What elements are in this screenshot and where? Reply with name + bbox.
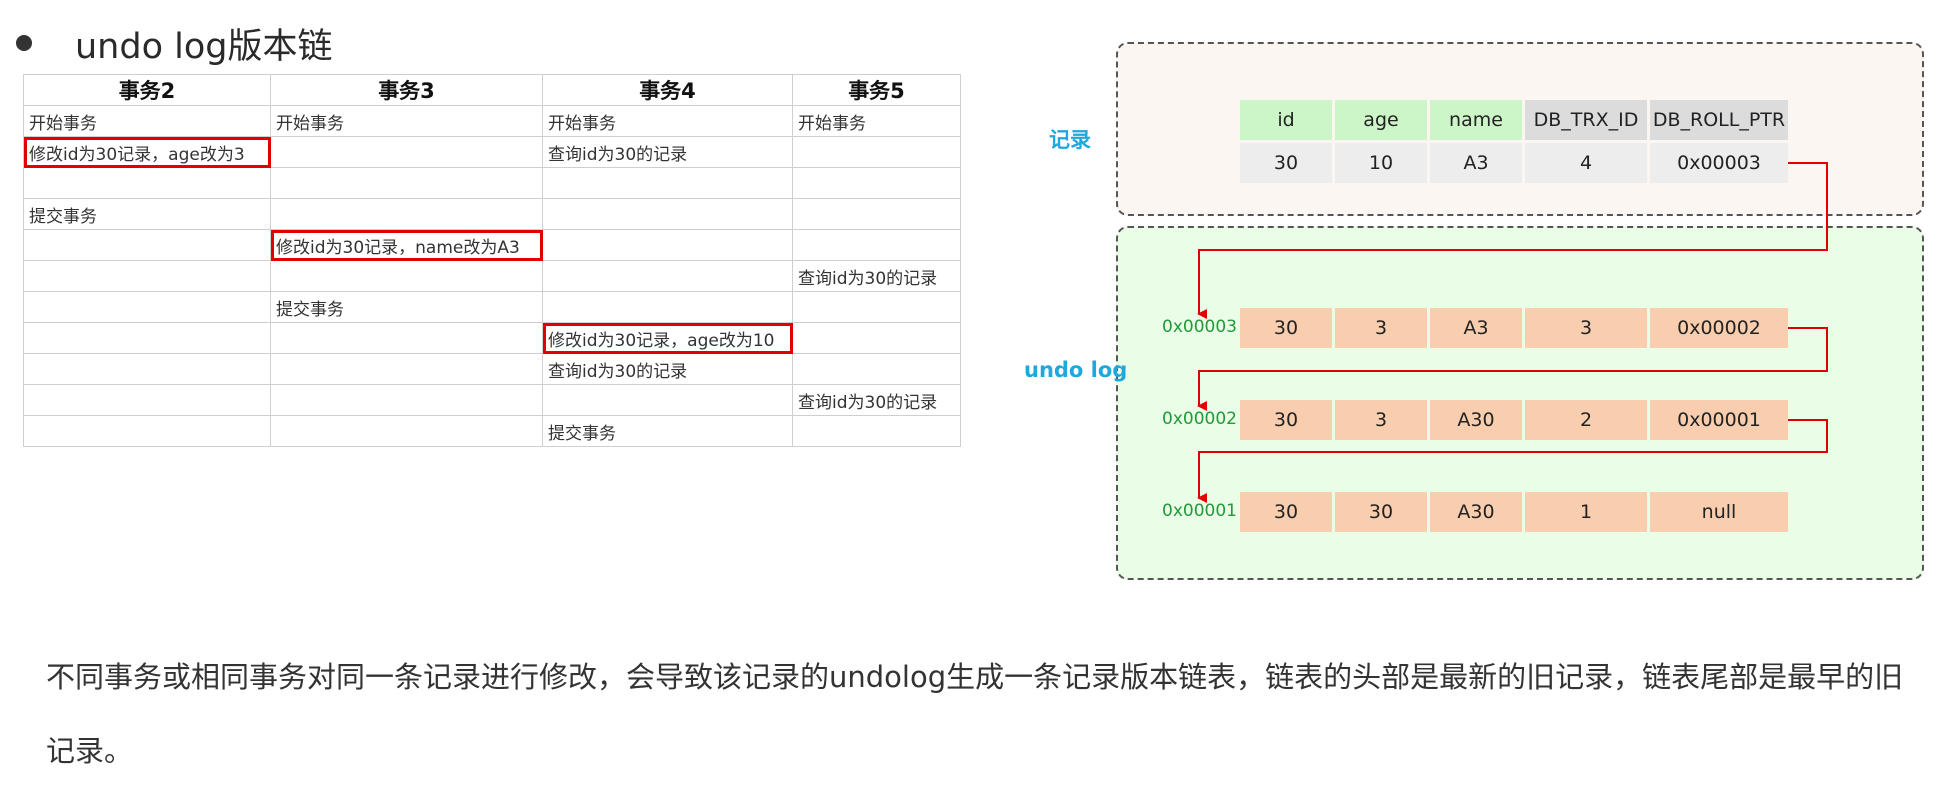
undo-log-label: undo log	[1024, 358, 1128, 382]
description-paragraph: 不同事务或相同事务对同一条记录进行修改，会导致该记录的undolog生成一条记录…	[46, 660, 1904, 768]
title-text: undo log版本链	[75, 26, 333, 67]
arrow-record-to-undo1	[1197, 162, 1828, 319]
bullet-icon	[16, 35, 32, 51]
undo-cell: A3	[1430, 308, 1522, 348]
record-cell: 10	[1335, 143, 1427, 183]
table-cell: 查询id为30的记录	[542, 353, 793, 385]
record-cell: 30	[1240, 143, 1332, 183]
undo-cell: A30	[1430, 400, 1522, 440]
table-cell-highlighted: 修改id为30记录，age改为10	[542, 322, 793, 354]
table-cell: 开始事务	[792, 105, 961, 137]
record-cell: 4	[1525, 143, 1647, 183]
column-header-id: id	[1240, 100, 1332, 140]
table-row	[23, 167, 961, 199]
table-cell	[792, 353, 961, 385]
table-cell: 查询id为30的记录	[792, 384, 961, 416]
table-cell	[270, 353, 543, 385]
table-row: 修改id为30记录，age改为3 查询id为30的记录	[23, 136, 961, 168]
table-cell	[792, 136, 961, 168]
table-cell	[542, 229, 793, 261]
table-cell-highlighted: 修改id为30记录，name改为A3	[270, 229, 543, 261]
undo-cell: 30	[1240, 308, 1332, 348]
table-cell	[270, 322, 543, 354]
undo-cell: 2	[1525, 400, 1647, 440]
table-cell	[792, 167, 961, 199]
table-row: 提交事务	[23, 291, 961, 323]
undo-cell: 3	[1525, 308, 1647, 348]
slide-title: undo log版本链	[14, 18, 332, 68]
table-cell	[23, 415, 271, 447]
transaction-table: 事务2 事务3 事务4 事务5 开始事务 开始事务 开始事务 开始事务 修改id…	[23, 74, 961, 447]
table-row: 修改id为30记录，name改为A3	[23, 229, 961, 261]
table-cell: 开始事务	[23, 105, 271, 137]
record-cell: 0x00003	[1650, 143, 1788, 183]
table-cell: 提交事务	[23, 198, 271, 230]
table-cell: 查询id为30的记录	[542, 136, 793, 168]
table-cell	[542, 384, 793, 416]
table-cell	[542, 291, 793, 323]
table-cell	[792, 415, 961, 447]
column-header-name: name	[1430, 100, 1522, 140]
table-cell-highlighted: 修改id为30记录，age改为3	[23, 136, 271, 168]
column-header-trx-id: DB_TRX_ID	[1525, 100, 1647, 140]
table-cell	[792, 198, 961, 230]
undo-cell: A30	[1430, 492, 1522, 532]
undo-address: 0x00002	[1162, 409, 1237, 429]
table-cell: 提交事务	[542, 415, 793, 447]
undo-address: 0x00001	[1162, 501, 1237, 521]
undo-cell: 30	[1240, 492, 1332, 532]
record-label: 记录	[1049, 128, 1091, 152]
table-cell	[270, 260, 543, 292]
undo-cell: 3	[1335, 400, 1427, 440]
table-row: 查询id为30的记录	[23, 353, 961, 385]
undo-cell: 1	[1525, 492, 1647, 532]
table-cell	[792, 229, 961, 261]
undo-address: 0x00003	[1162, 317, 1237, 337]
record-cell: A3	[1430, 143, 1522, 183]
table-row: 提交事务	[23, 415, 961, 447]
column-header-roll-ptr: DB_ROLL_PTR	[1650, 100, 1788, 140]
undo-cell: 3	[1335, 308, 1427, 348]
undo-cell: null	[1650, 492, 1788, 532]
undo-cell: 30	[1240, 400, 1332, 440]
undo-cell: 0x00001	[1650, 400, 1788, 440]
table-row: 提交事务	[23, 198, 961, 230]
table-cell	[23, 167, 271, 199]
arrow-undo1-to-undo2	[1197, 327, 1828, 411]
table-cell	[23, 353, 271, 385]
column-header-age: age	[1335, 100, 1427, 140]
table-cell	[23, 384, 271, 416]
table-header-row: 事务2 事务3 事务4 事务5	[23, 74, 961, 106]
undo-cell: 0x00002	[1650, 308, 1788, 348]
undo-cell: 30	[1335, 492, 1427, 532]
table-cell	[542, 198, 793, 230]
table-row: 查询id为30的记录	[23, 384, 961, 416]
header-tx5: 事务5	[792, 74, 961, 106]
arrow-undo2-to-undo3	[1197, 419, 1828, 503]
table-cell	[270, 415, 543, 447]
